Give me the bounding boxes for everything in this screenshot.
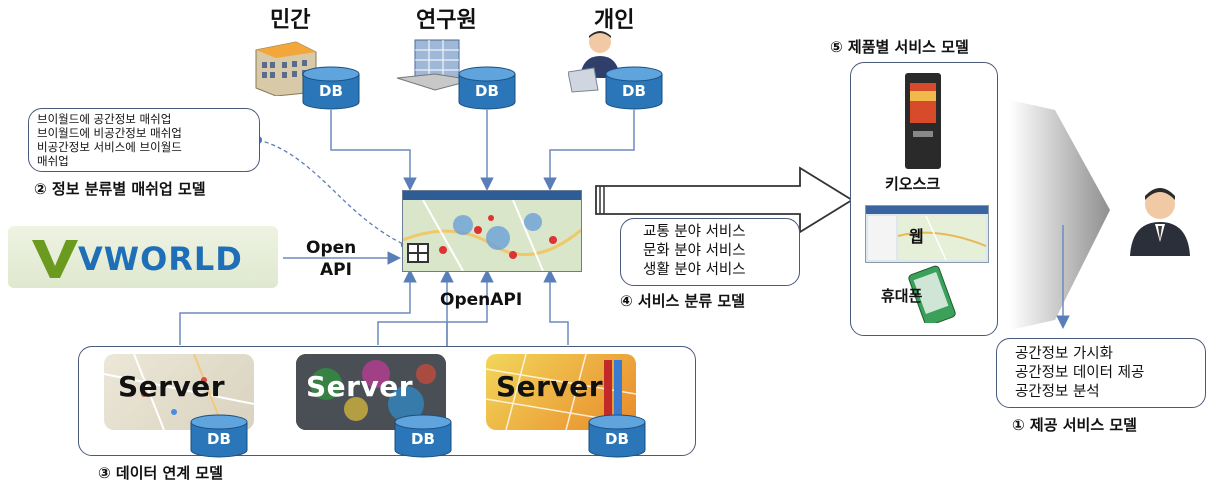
connector-personal bbox=[543, 110, 635, 191]
mashup-line-4: 매쉬업 bbox=[37, 154, 69, 168]
caption-provide-model: ① 제공 서비스 모델 bbox=[1012, 416, 1137, 434]
server-3-db: DB bbox=[588, 414, 646, 458]
kiosk-label: 키오스크 bbox=[885, 175, 941, 193]
web-screenshot bbox=[865, 205, 989, 263]
map-platform-screenshot bbox=[402, 190, 582, 272]
label-research: 연구원 bbox=[416, 8, 477, 33]
db-private: DB bbox=[302, 66, 360, 110]
db-research: DB bbox=[458, 66, 516, 110]
vworld-logo-text: VWORLD bbox=[78, 240, 243, 278]
open-api-label-bottom: API bbox=[320, 260, 352, 280]
vworld-v-mark-icon bbox=[32, 240, 78, 278]
vworld-logo: VWORLD bbox=[8, 226, 278, 288]
server-1-db: DB bbox=[190, 414, 248, 458]
web-label: 웹 bbox=[909, 227, 924, 246]
mashup-line-2: 브이월드에 비공간정보 매쉬업 bbox=[37, 126, 182, 140]
caption-mashup-model: ② 정보 분류별 매쉬업 모델 bbox=[34, 180, 206, 198]
mobile-phone-icon bbox=[908, 265, 956, 323]
product-models-box: 키오스크 웹 휴대폰 bbox=[850, 62, 998, 336]
service-line-1: 교통 분야 서비스 bbox=[643, 224, 746, 240]
db-to-map-connectors bbox=[330, 110, 635, 191]
label-personal: 개인 bbox=[594, 8, 635, 33]
db-personal: DB bbox=[605, 66, 663, 110]
mashup-dotted-curve bbox=[257, 139, 406, 246]
gray-funnel-arrow bbox=[1010, 100, 1110, 330]
provide-line-2: 공간정보 데이터 제공 bbox=[1015, 365, 1145, 381]
provide-line-3: 공간정보 분석 bbox=[1015, 384, 1100, 400]
service-line-2: 문화 분야 서비스 bbox=[643, 243, 746, 259]
big-right-arrow bbox=[595, 166, 854, 234]
server-2-label: Server bbox=[306, 370, 414, 403]
end-user-icon bbox=[1130, 188, 1190, 256]
label-private: 민간 bbox=[270, 8, 311, 33]
mashup-description-box: 브이월드에 공간정보 매쉬업 브이월드에 비공간정보 매쉬업 비공간정보 서비스… bbox=[28, 108, 260, 172]
service-category-box: 교통 분야 서비스 문화 분야 서비스 생활 분야 서비스 bbox=[620, 218, 800, 286]
connector-private bbox=[330, 110, 417, 191]
server-1-label: Server bbox=[118, 370, 226, 403]
service-line-3: 생활 분야 서비스 bbox=[643, 262, 746, 278]
caption-service-model: ④ 서비스 분류 모델 bbox=[620, 292, 745, 310]
openapi-label: OpenAPI bbox=[440, 290, 523, 310]
kiosk-icon bbox=[905, 73, 941, 169]
open-api-label-top: Open bbox=[306, 238, 357, 258]
mashup-line-3: 비공간정보 서비스에 브이월드 bbox=[37, 140, 182, 154]
provide-service-box: 공간정보 가시화 공간정보 데이터 제공 공간정보 분석 bbox=[996, 338, 1206, 408]
map-grid-icon bbox=[407, 243, 429, 263]
server-2-db: DB bbox=[394, 414, 452, 458]
caption-product-model: ⑤ 제품별 서비스 모델 bbox=[830, 38, 969, 56]
mashup-line-1: 브이월드에 공간정보 매쉬업 bbox=[37, 112, 172, 126]
provide-line-1: 공간정보 가시화 bbox=[1015, 346, 1113, 362]
server-3-label: Server bbox=[496, 370, 604, 403]
phone-label: 휴대폰 bbox=[881, 287, 923, 305]
caption-data-link-model: ③ 데이터 연계 모델 bbox=[98, 464, 223, 482]
